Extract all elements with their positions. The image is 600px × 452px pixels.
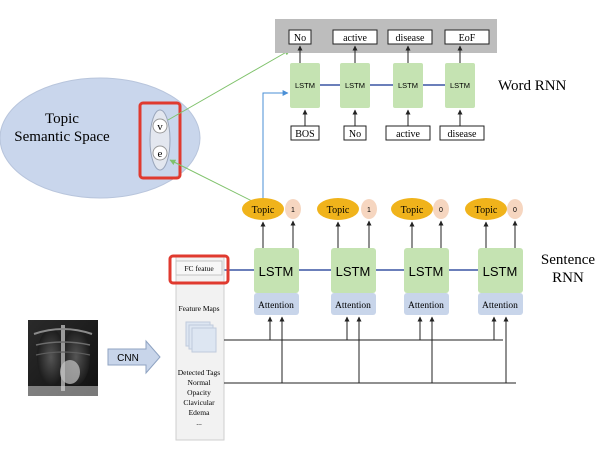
tag-item: Normal <box>188 378 211 387</box>
attention-label: Attention <box>335 301 371 311</box>
chest-xray-image <box>28 320 98 396</box>
topic-highlight-box <box>138 101 182 180</box>
stop-value: 1 <box>367 207 371 214</box>
tags-title: Detected Tags <box>178 368 221 377</box>
word-lstm-cell <box>290 63 320 108</box>
word-input: disease <box>448 129 477 140</box>
topic-node <box>391 198 433 220</box>
sentence-rnn-label-line2: RNN <box>552 270 584 286</box>
word-rnn-label: Word RNN <box>498 78 567 94</box>
v-node <box>152 118 168 134</box>
tag-item: Opacity <box>187 388 211 397</box>
topic-space-ellipse <box>0 77 201 199</box>
attention-label: Attention <box>408 301 444 311</box>
sentence-lstm-cell <box>254 248 299 293</box>
e-label: e <box>158 148 163 160</box>
sentence-lstm-label: LSTM <box>259 264 294 279</box>
attention-box <box>404 293 449 315</box>
word-lstm-label: LSTM <box>398 81 418 90</box>
stop-node <box>433 199 449 219</box>
word-lstm-cell <box>340 63 370 108</box>
fc-highlight-box <box>168 254 230 285</box>
word-input: active <box>396 129 420 140</box>
word-output: disease <box>396 33 425 44</box>
stop-value: 1 <box>291 207 295 214</box>
word-input: No <box>349 129 361 140</box>
sentence-lstm-label: LSTM <box>483 264 518 279</box>
sentence-lstm-cell <box>478 248 523 293</box>
cnn-label: CNN <box>117 353 139 364</box>
word-output-box <box>387 29 433 45</box>
word-output: active <box>343 33 367 44</box>
word-input-box <box>439 125 485 141</box>
sentence-lstm-label: LSTM <box>336 264 371 279</box>
feature-map-layer <box>191 327 217 353</box>
word-output-box <box>332 29 378 45</box>
tag-item: Edema <box>189 408 210 417</box>
attention-box <box>331 293 376 315</box>
fc-feature-box <box>175 260 223 276</box>
topic-semantic-space: Topic Semantic Space v e <box>0 77 201 199</box>
cnn-arrow-shape <box>107 339 161 375</box>
word-output-box <box>444 29 490 45</box>
feature-bus <box>224 316 516 384</box>
attention-label: Attention <box>482 301 518 311</box>
topic-space-title-line1: Topic <box>45 111 79 127</box>
attention-box <box>254 293 299 315</box>
stop-node <box>285 199 301 219</box>
v-to-word-rnn-arrow <box>167 49 291 121</box>
cnn-arrow: CNN <box>107 339 161 375</box>
topic-to-word-rnn-arrow <box>262 90 289 198</box>
tag-item: Clavicular <box>183 398 215 407</box>
topic-node <box>317 198 359 220</box>
sentence-lstm-label: LSTM <box>409 264 444 279</box>
topic-node <box>465 198 507 220</box>
topic-label: Topic <box>327 205 350 216</box>
word-outputs: No active disease EoF <box>288 29 490 45</box>
word-lstm-label: LSTM <box>345 81 365 90</box>
sentence-lstm-cell <box>331 248 376 293</box>
sentence-lstm-cell <box>404 248 449 293</box>
word-output: EoF <box>459 33 476 44</box>
word-lstm-cell <box>445 63 475 108</box>
lstm-output-arrows <box>260 220 518 248</box>
stop-node <box>361 199 377 219</box>
stop-value: 0 <box>439 207 443 214</box>
word-output-box <box>288 29 312 45</box>
topic-label: Topic <box>252 205 275 216</box>
sentence-rnn-label-line1: Sentence <box>541 252 595 268</box>
stop-node <box>507 199 523 219</box>
word-input: BOS <box>295 129 314 140</box>
feature-column: FC featue Feature Maps Detected Tags Nor… <box>168 254 230 441</box>
e-node <box>152 145 168 161</box>
topic-label: Topic <box>401 205 424 216</box>
word-lstm-label: LSTM <box>450 81 470 90</box>
attention-label: Attention <box>258 301 294 311</box>
fc-feature-label: FC featue <box>184 264 214 273</box>
sentence-rnn: LSTM LSTM LSTM LSTM Attention Attention … <box>220 198 595 315</box>
topic-space-title-line2: Semantic Space <box>14 129 110 145</box>
word-rnn: No active disease EoF LSTM LSTM LSTM LST… <box>275 19 567 141</box>
stop-value: 0 <box>513 207 517 214</box>
v-label: v <box>157 121 163 133</box>
attention-box <box>478 293 523 315</box>
feature-maps-label: Feature Maps <box>178 304 219 313</box>
topic-label: Topic <box>475 205 498 216</box>
word-lstm-label: LSTM <box>295 81 315 90</box>
tag-item: ... <box>196 418 202 427</box>
word-output: No <box>294 33 306 44</box>
topic-node <box>242 198 284 220</box>
topic-to-e-arrow <box>169 159 261 206</box>
word-lstm-cell <box>393 63 423 108</box>
